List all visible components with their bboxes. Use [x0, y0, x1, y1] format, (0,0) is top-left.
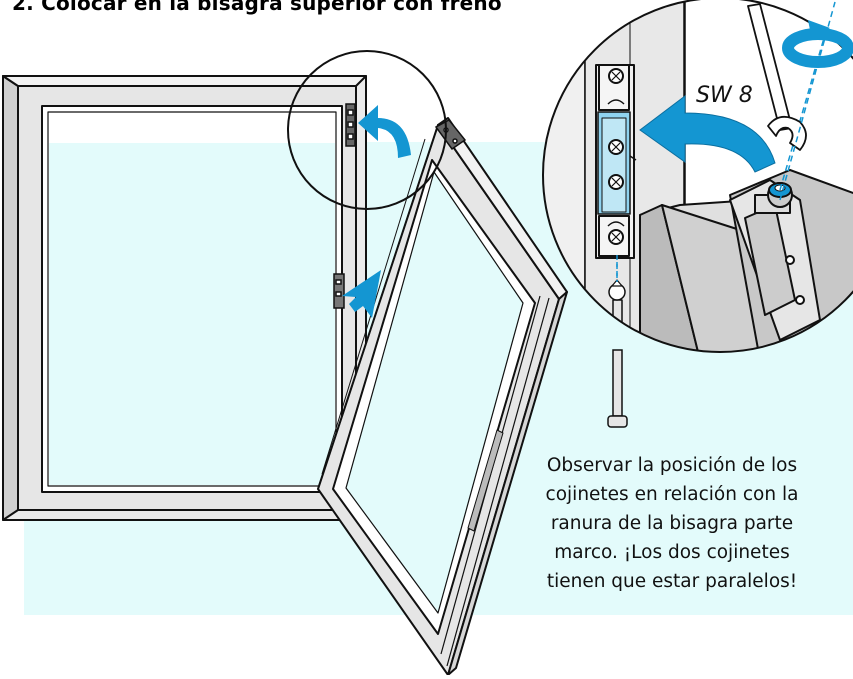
rotate-arrow-detail-icon: [639, 94, 776, 173]
window-frame-glass: [49, 143, 335, 485]
insert-arrow-icon: [342, 270, 381, 318]
window-sash: [317, 117, 568, 676]
hinge-body-sash: [729, 179, 821, 341]
detail-circle-outline: [542, 0, 853, 353]
frame-hinge-top: [345, 103, 356, 147]
wrench-size-label: SW 8: [696, 83, 753, 108]
hinge-plate-icon: [595, 64, 637, 259]
alignment-note: Observar la posición de los cojinetes en…: [545, 455, 799, 592]
rotation-direction-icon: [779, 1, 853, 201]
frame-hinge-bottom: [333, 273, 345, 309]
detail-circle-small: [287, 50, 447, 210]
rotate-arrow-icon: [358, 105, 411, 158]
instruction-title: 2. Colocar en la bisagra superior con fr…: [12, 0, 502, 15]
hinge-pin-lower: [607, 349, 628, 428]
